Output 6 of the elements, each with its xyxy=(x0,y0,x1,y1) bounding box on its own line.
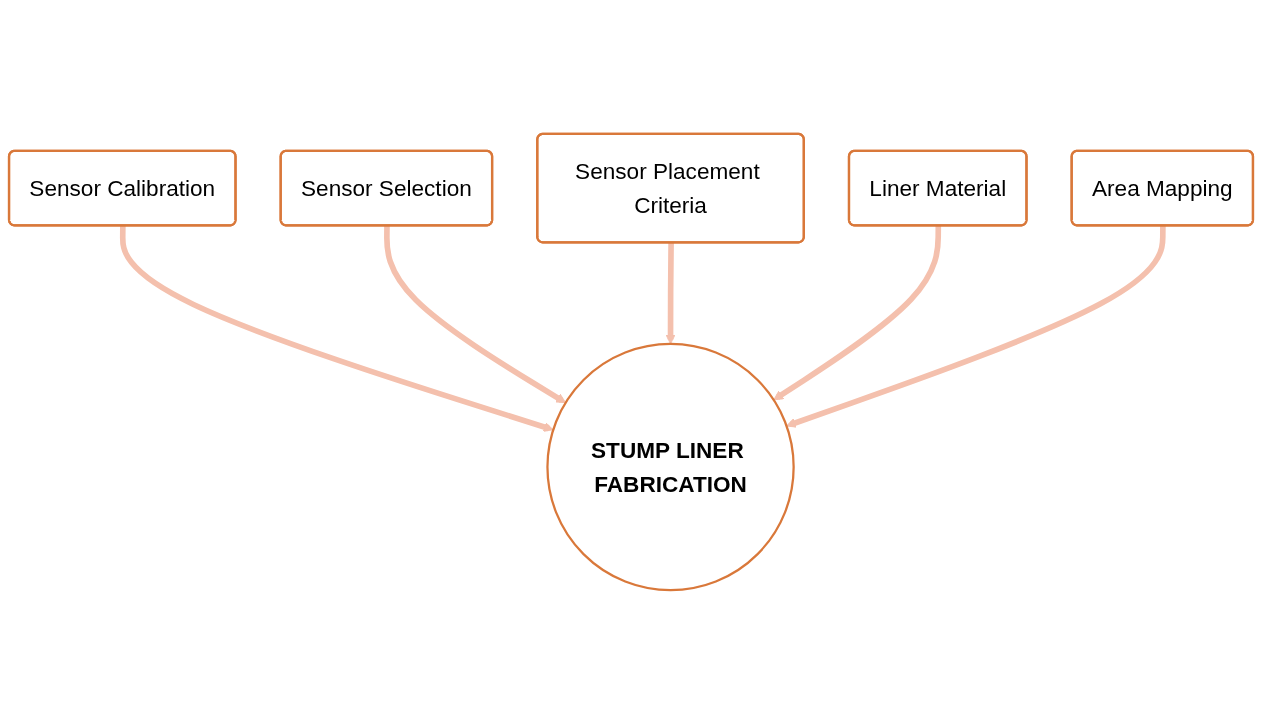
arrow xyxy=(665,242,676,345)
arrow xyxy=(786,225,1166,428)
arrow xyxy=(119,225,554,432)
node-circle: STUMP LINER FABRICATION xyxy=(546,342,795,592)
arrow xyxy=(773,225,942,401)
arrow xyxy=(384,225,566,404)
